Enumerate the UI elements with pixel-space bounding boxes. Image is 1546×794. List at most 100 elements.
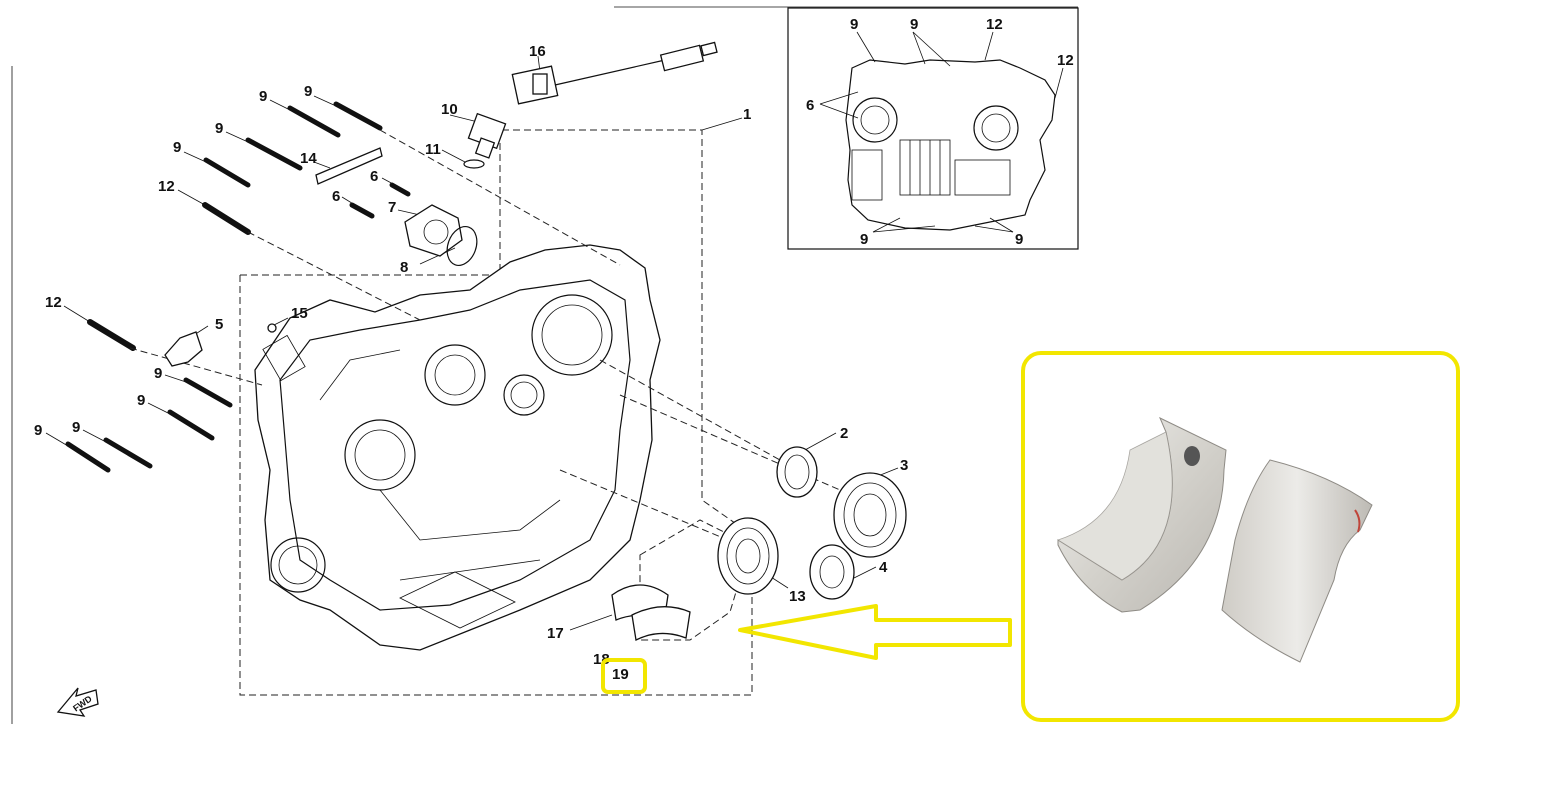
inset-frame — [787, 7, 1079, 250]
inset-leader — [974, 225, 1014, 233]
inset-lower-block — [954, 159, 1011, 196]
leader — [313, 95, 337, 107]
bearing-shell-lower — [631, 606, 691, 641]
leader — [45, 432, 69, 447]
mid-bore-inner — [510, 381, 538, 409]
highlight-callout-19 — [601, 658, 647, 694]
leader — [441, 149, 466, 163]
bearing-3 — [833, 472, 907, 558]
crankcase-rib — [379, 489, 561, 541]
inset-leader — [989, 217, 1014, 233]
leader — [313, 161, 331, 169]
o-ring-11 — [463, 159, 485, 169]
projection — [379, 129, 621, 266]
leader — [269, 99, 291, 111]
yellow-pointer-arrow-icon — [738, 604, 1012, 660]
leader — [177, 189, 206, 206]
lower-left-bore-inner — [278, 545, 318, 585]
leader — [449, 114, 479, 123]
inset-callout-9: 9 — [850, 16, 858, 33]
crankcase-window-lower — [399, 571, 516, 629]
bolt-6 — [349, 202, 375, 219]
leader — [82, 429, 107, 443]
callout-9: 9 — [259, 88, 267, 105]
inset-callout-12: 12 — [1057, 52, 1074, 69]
leader-lines — [45, 55, 899, 631]
leader — [147, 402, 171, 415]
bolt-9 — [65, 441, 111, 473]
callout-16: 16 — [529, 43, 546, 60]
callout-9: 9 — [173, 139, 181, 156]
upper-bore-inner — [434, 354, 476, 396]
inset-callout-9: 9 — [860, 231, 868, 248]
right-large-bore-inner — [541, 304, 603, 366]
inset-leader — [819, 91, 859, 105]
crankcase-window — [262, 334, 306, 382]
oil-seal-2 — [776, 446, 818, 498]
callout-9: 9 — [304, 83, 312, 100]
callout-6: 6 — [332, 188, 340, 205]
oil-seal-2-outer — [776, 446, 818, 498]
callout-8: 8 — [400, 259, 408, 276]
leader — [164, 374, 187, 383]
bearing-3-outer — [833, 472, 907, 558]
callout-10: 10 — [441, 101, 458, 118]
bolt-group-9 — [65, 101, 411, 473]
callout-12: 12 — [158, 178, 175, 195]
callout-17: 17 — [547, 625, 564, 642]
inset-bore-left — [852, 97, 898, 143]
callout-19: 19 — [612, 666, 629, 683]
upper-bore — [424, 344, 486, 406]
leader — [381, 177, 396, 186]
inset-leader — [872, 225, 936, 233]
callout-6: 6 — [370, 168, 378, 185]
bearing-dashed-box — [639, 519, 751, 641]
crankcase-rib — [319, 349, 401, 401]
o-ring-8 — [446, 226, 478, 266]
bearing-4 — [809, 544, 855, 600]
bolt-9 — [183, 377, 233, 408]
bracket-5 — [164, 331, 203, 367]
bearing-4-inner — [819, 555, 845, 589]
inset-callout-9: 9 — [1015, 231, 1023, 248]
right-large-bore — [531, 294, 613, 376]
leader — [225, 131, 249, 143]
sensor-16-plug — [659, 44, 705, 72]
inset-leader — [912, 31, 951, 67]
callout-12: 12 — [45, 294, 62, 311]
bearing-3-inner — [853, 493, 887, 537]
plate-14 — [315, 147, 383, 185]
callout-5: 5 — [215, 316, 223, 333]
crankcase-outline — [254, 244, 661, 651]
leader — [804, 432, 837, 451]
inset-left-block — [851, 149, 883, 201]
leader — [419, 247, 456, 265]
inset-leader — [856, 31, 876, 63]
bolt-9 — [287, 105, 341, 138]
bolt-12 — [87, 319, 136, 351]
leader — [183, 151, 207, 163]
callout-9: 9 — [34, 422, 42, 439]
sensor-16-tip — [700, 41, 718, 57]
inset-callout-6: 6 — [806, 97, 814, 114]
oil-seal-2-inner — [784, 454, 810, 490]
inset-leader — [912, 31, 926, 65]
callout-3: 3 — [900, 457, 908, 474]
bolt-12 — [202, 202, 251, 235]
inset-leader — [872, 217, 901, 233]
leader — [341, 196, 356, 206]
shell-left-inner-face — [1057, 431, 1173, 581]
callout-7: 7 — [388, 199, 396, 216]
bolt-9 — [103, 437, 153, 469]
mid-bore — [503, 374, 545, 416]
sensor-10 — [467, 112, 507, 159]
inset-bore-right-inner — [981, 113, 1011, 143]
bolt-9 — [245, 137, 303, 171]
crankshaft-bore-inner — [354, 429, 406, 481]
bearing-13-inner — [735, 538, 761, 574]
callout-labels: 1 2 3 4 5 6 6 7 8 9 9 9 9 9 9 9 9 10 11 … — [34, 43, 908, 683]
inset-bore-left-inner — [860, 105, 890, 135]
inset-bore-right — [973, 105, 1019, 151]
callout-9: 9 — [137, 392, 145, 409]
